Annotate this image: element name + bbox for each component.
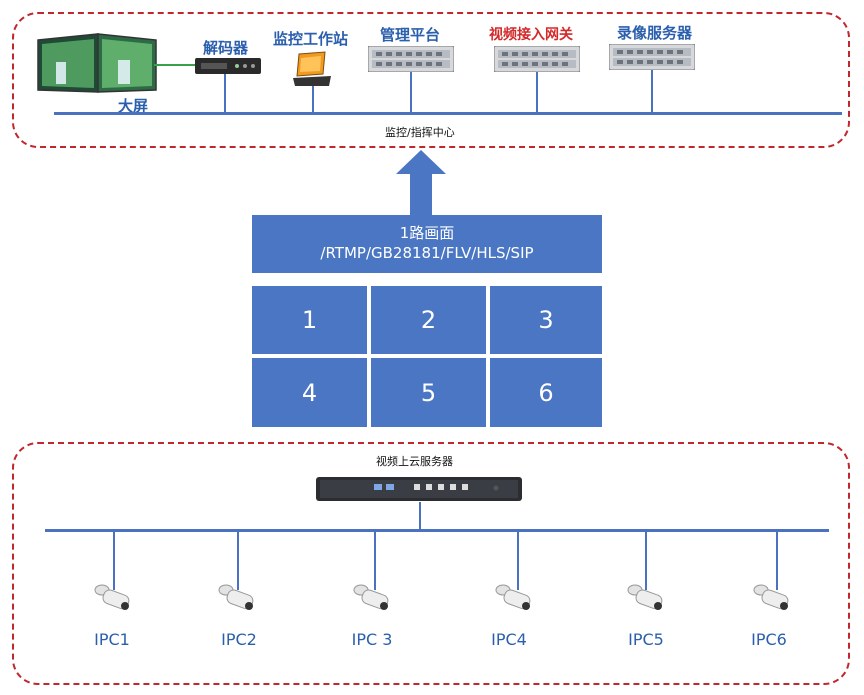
recording-stem bbox=[651, 70, 653, 112]
ipc2-label: IPC2 bbox=[221, 630, 257, 649]
ipc6-stem bbox=[776, 532, 778, 590]
management-server-icon bbox=[368, 46, 454, 72]
stream-protocols: /RTMP/GB28181/FLV/HLS/SIP bbox=[320, 244, 534, 262]
ipc4-camera-icon bbox=[495, 584, 531, 610]
video-wall-link bbox=[154, 64, 196, 66]
ipc5-label: IPC5 bbox=[628, 630, 664, 649]
management-platform-label: 管理平台 bbox=[380, 26, 441, 44]
stream-tile-6: 6 bbox=[490, 358, 602, 427]
stream-tile-4: 4 bbox=[252, 358, 367, 427]
stream-tile-2: 2 bbox=[371, 286, 486, 354]
gateway-server-icon bbox=[494, 46, 580, 72]
workstation-label: 监控工作站 bbox=[273, 30, 349, 48]
big-screen-label: 大屏 bbox=[118, 97, 149, 115]
management-stem bbox=[410, 72, 412, 112]
camera-site-zone bbox=[12, 442, 850, 685]
ipc1-camera-icon bbox=[94, 584, 130, 610]
decoder-label: 解码器 bbox=[203, 39, 249, 57]
ipc3-camera-icon bbox=[353, 584, 389, 610]
ipc1-label: IPC1 bbox=[94, 630, 130, 649]
upstream-arrow-icon bbox=[396, 150, 446, 220]
stream-tile-3: 3 bbox=[490, 286, 602, 354]
ipc4-stem bbox=[517, 532, 519, 590]
ipc6-label: IPC6 bbox=[751, 630, 787, 649]
cloud-server-stem bbox=[419, 502, 421, 530]
ipc5-stem bbox=[645, 532, 647, 590]
video-gateway-label: 视频接入网关 bbox=[489, 27, 573, 43]
cloud-server-label: 视频上云服务器 bbox=[376, 455, 453, 468]
ipc3-stem bbox=[374, 532, 376, 590]
workstation-icon bbox=[293, 51, 331, 86]
ipc2-camera-icon bbox=[218, 584, 254, 610]
command-center-zone bbox=[12, 12, 850, 148]
video-wall-icon bbox=[37, 33, 157, 93]
workstation-stem bbox=[312, 86, 314, 112]
stream-tile-5: 5 bbox=[371, 358, 486, 427]
stream-title: 1路画面 bbox=[399, 224, 455, 242]
stream-protocol-header: 1路画面 /RTMP/GB28181/FLV/HLS/SIP bbox=[252, 215, 602, 273]
recording-server-label: 录像服务器 bbox=[617, 24, 693, 42]
command-center-caption: 监控/指挥中心 bbox=[385, 126, 455, 139]
gateway-stem bbox=[536, 72, 538, 112]
decoder-stem bbox=[224, 74, 226, 112]
decoder-icon bbox=[195, 58, 261, 74]
ipc1-stem bbox=[113, 532, 115, 590]
recording-server-icon bbox=[609, 44, 695, 70]
ipc2-stem bbox=[237, 532, 239, 590]
ipc4-label: IPC4 bbox=[491, 630, 527, 649]
bottom-network-bus bbox=[45, 529, 829, 532]
ipc5-camera-icon bbox=[627, 584, 663, 610]
ipc6-camera-icon bbox=[753, 584, 789, 610]
top-network-bus bbox=[54, 112, 842, 115]
stream-tile-1: 1 bbox=[252, 286, 367, 354]
cloud-server-icon bbox=[316, 477, 522, 501]
ipc3-label: IPC 3 bbox=[351, 630, 393, 649]
